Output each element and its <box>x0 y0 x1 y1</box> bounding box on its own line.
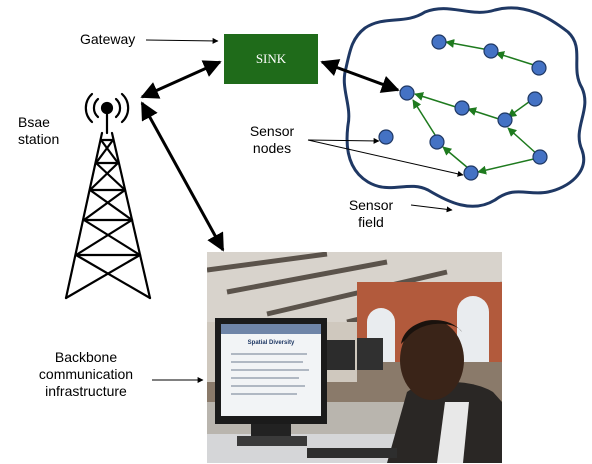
link-arrows <box>140 59 400 252</box>
link-sink-field <box>320 59 400 93</box>
pointer-arrows <box>145 37 464 383</box>
routing-arrows <box>412 39 539 175</box>
backbone-photo: Spatial Diversity <box>207 252 502 463</box>
sensor-node <box>454 100 470 116</box>
link-tower-sink <box>140 60 222 99</box>
backbone-label-line2: communication <box>38 366 134 382</box>
sensor-field-label-line2: field <box>358 214 384 230</box>
sensor-field-label: Sensor field <box>339 197 403 231</box>
sensor-nodes-label-line1: Sensor <box>249 123 295 139</box>
sink-label: SINK <box>255 51 287 66</box>
sensor-node <box>532 149 548 165</box>
sensor-node <box>429 134 445 150</box>
sensor-node <box>378 129 394 145</box>
sensor-nodes <box>378 34 548 181</box>
base-station-label: Bsae station <box>18 114 59 148</box>
sensor-field-label-line1: Sensor <box>348 197 394 213</box>
sensor-nodes-label-line2: nodes <box>252 140 292 156</box>
sensor-node <box>463 165 479 181</box>
sensor-node <box>497 112 513 128</box>
sink-box: SINK <box>224 34 318 84</box>
gateway-label: Gateway <box>80 31 136 47</box>
base-station-label-line1: Bsae <box>18 114 50 130</box>
link-tower-backbone <box>140 101 225 252</box>
backbone-label-line1: Backbone <box>54 349 118 365</box>
backbone-label: Backbone communication infrastructure <box>22 349 150 400</box>
base-station-label-line2: station <box>18 131 60 147</box>
backbone-label-line3: infrastructure <box>45 383 127 399</box>
sensor-nodes-label: Sensor nodes <box>240 123 304 157</box>
sensor-node <box>431 34 447 50</box>
sensor-node <box>531 60 547 76</box>
sensor-node <box>483 43 499 59</box>
screen-title: Spatial Diversity <box>248 340 295 346</box>
radio-tower-icon <box>64 92 152 300</box>
sensor-node <box>527 91 543 107</box>
sensor-node <box>399 85 415 101</box>
